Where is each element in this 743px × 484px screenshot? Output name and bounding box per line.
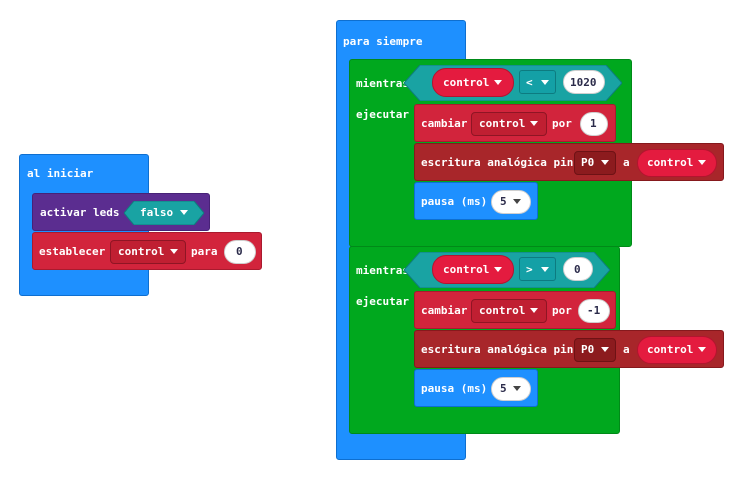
show-leds-label: activar leds (40, 206, 120, 219)
by-label: por (552, 117, 572, 130)
chevron-down-icon (541, 80, 549, 85)
chevron-down-icon (513, 386, 521, 391)
number-input[interactable] (580, 112, 608, 136)
on-start-header: al iniciar (27, 167, 94, 180)
to-label: para (191, 245, 218, 258)
by-label: por (552, 304, 572, 317)
to-label: a (623, 156, 630, 169)
number-input[interactable] (578, 299, 610, 323)
pause-dropdown[interactable] (491, 377, 531, 401)
number-value: 0 (236, 245, 243, 258)
pause-label: pausa (ms) (421, 382, 488, 395)
number-value: 0 (574, 263, 581, 276)
chevron-down-icon (513, 199, 521, 204)
operator-value: > (526, 263, 533, 276)
set-label: establecer (39, 245, 106, 258)
variable-name: control (443, 263, 490, 276)
chevron-down-icon (494, 267, 502, 272)
pause-dropdown[interactable] (491, 190, 531, 214)
do-label: ejecutar (356, 108, 409, 121)
chevron-down-icon (541, 267, 549, 272)
number-input[interactable] (563, 70, 605, 94)
chevron-down-icon (180, 210, 188, 215)
while-label: mientras (356, 77, 409, 90)
number-input[interactable] (224, 240, 256, 264)
chevron-down-icon (698, 347, 706, 352)
chevron-down-icon (530, 308, 538, 313)
change-label: cambiar (421, 304, 468, 317)
chevron-down-icon (494, 80, 502, 85)
pause-label: pausa (ms) (421, 195, 488, 208)
variable-name: control (647, 343, 694, 356)
variable-name: control (647, 156, 694, 169)
boolean-value: falso (140, 206, 174, 219)
chevron-down-icon (601, 347, 609, 352)
pin-value: P0 (581, 156, 595, 169)
operator-dropdown[interactable] (519, 257, 556, 281)
analog-write-label: escritura analógica pin (421, 156, 574, 169)
operator-value: < (526, 76, 533, 89)
change-label: cambiar (421, 117, 468, 130)
pin-value: P0 (581, 343, 595, 356)
do-label: ejecutar (356, 295, 409, 308)
to-label: a (623, 343, 630, 356)
pin-dropdown[interactable] (574, 338, 616, 362)
chevron-down-icon (601, 160, 609, 165)
variable-dropdown[interactable] (110, 240, 186, 264)
number-value: 1020 (570, 76, 597, 89)
variable-name: control (118, 245, 165, 258)
chevron-down-icon (698, 160, 706, 165)
forever-header: para siempre (343, 35, 423, 48)
pause-value: 5 (500, 382, 507, 395)
number-value: -1 (587, 304, 601, 317)
pin-dropdown[interactable] (574, 151, 616, 175)
pause-value: 5 (500, 195, 507, 208)
variable-name: control (443, 76, 490, 89)
analog-write-label: escritura analógica pin (421, 343, 574, 356)
chevron-down-icon (170, 249, 178, 254)
operator-dropdown[interactable] (519, 70, 556, 94)
variable-name: control (479, 304, 526, 317)
number-input[interactable] (563, 257, 593, 281)
variable-name: control (479, 117, 526, 130)
while-label: mientras (356, 264, 409, 277)
boolean-dropdown[interactable] (124, 201, 204, 225)
number-value: 1 (590, 117, 597, 130)
chevron-down-icon (530, 121, 538, 126)
